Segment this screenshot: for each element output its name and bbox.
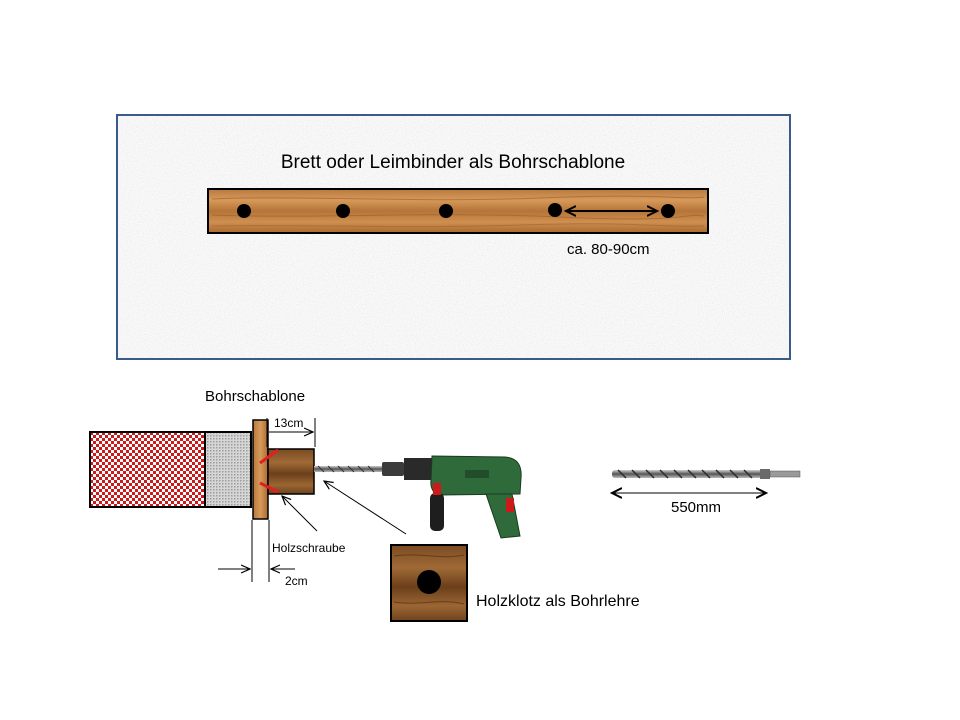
block-width-label: 13cm — [274, 416, 303, 430]
spacing-label: ca. 80-90cm — [567, 241, 650, 258]
hammer-drill — [314, 455, 522, 539]
thickness-label: 2cm — [285, 574, 308, 588]
screw-label: Holzschraube — [272, 541, 346, 555]
drill-bit-in-chuck — [314, 466, 382, 472]
drill-hole-marker — [439, 204, 453, 218]
wall-layer — [204, 431, 252, 508]
wood-screw-lower — [259, 481, 279, 494]
depth-stop — [433, 483, 441, 495]
wall-cross-section — [89, 419, 315, 520]
drill-chuck — [382, 462, 404, 476]
panel-border — [116, 114, 791, 360]
long-drill-bit — [612, 469, 801, 479]
drill-hole-marker — [237, 204, 251, 218]
template-board-section — [252, 419, 269, 520]
brand-plate — [465, 470, 489, 478]
template-label: Bohrschablone — [205, 388, 305, 405]
screw-pointer — [282, 496, 318, 532]
bit-length-label: 550mm — [671, 499, 721, 516]
panel-title: Brett oder Leimbinder als Bohrschablone — [281, 152, 625, 173]
drilling-template-board — [207, 188, 709, 234]
top-panel: Brett oder Leimbinder als Bohrschablone … — [116, 114, 791, 360]
block-pointer — [324, 481, 407, 535]
trigger — [506, 498, 514, 512]
guide-hole — [417, 570, 441, 594]
guide-block-section — [267, 448, 315, 495]
side-grip — [430, 493, 444, 531]
guide-block-label: Holzklotz als Bohrlehre — [476, 593, 640, 610]
wooden-guide-block — [390, 544, 468, 622]
concrete-background — [117, 115, 790, 359]
drill-hole-marker — [661, 204, 675, 218]
drill-hole-marker — [548, 203, 562, 217]
drill-collar — [404, 458, 434, 480]
drill-handle — [485, 493, 521, 539]
drill-hole-marker — [336, 204, 350, 218]
insulation-layer — [89, 431, 206, 508]
wood-screw-upper — [259, 448, 279, 465]
